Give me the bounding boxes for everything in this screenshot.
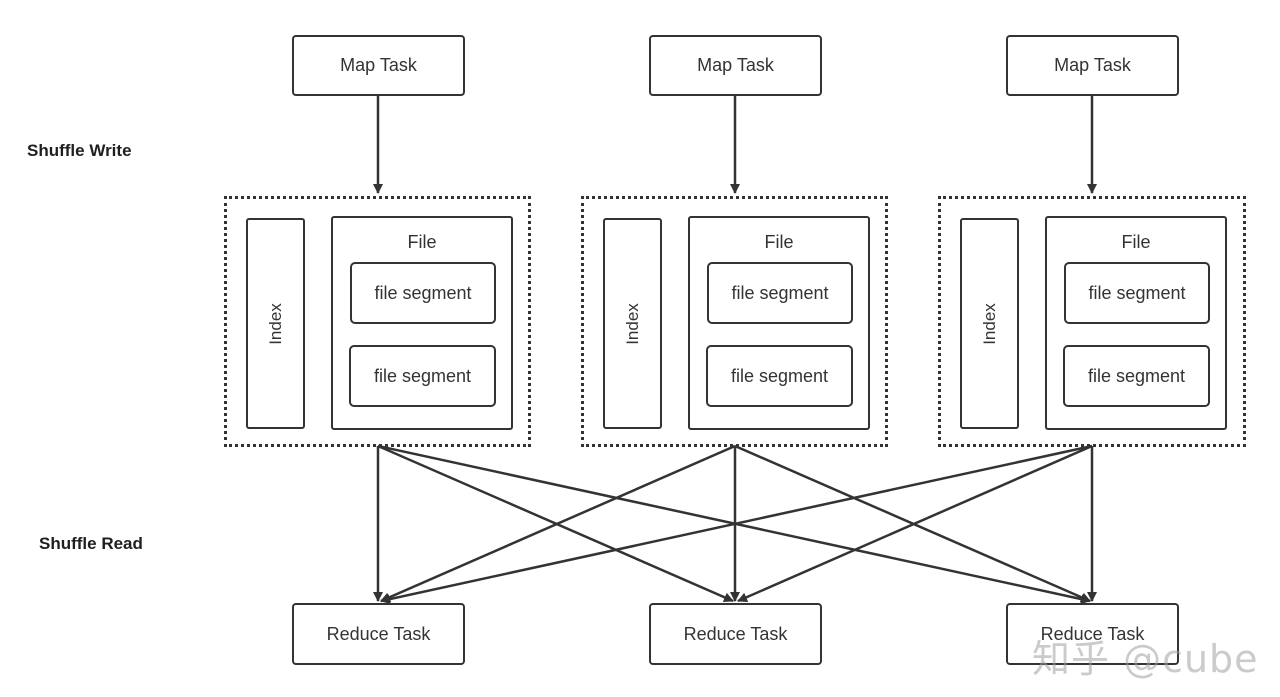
file-segment-label: file segment xyxy=(1088,282,1186,303)
index-box: Index xyxy=(603,218,662,429)
index-box: Index xyxy=(960,218,1019,429)
file-box: File file segment file segment xyxy=(688,216,870,430)
file-segment: file segment xyxy=(707,262,853,324)
file-segment: file segment xyxy=(1064,262,1210,324)
reduce-task-label: Reduce Task xyxy=(326,623,431,644)
file-box: File file segment file segment xyxy=(331,216,513,430)
index-box: Index xyxy=(246,218,305,429)
watermark: 知乎 @cube xyxy=(1032,637,1259,681)
file-box: File file segment file segment xyxy=(1045,216,1227,430)
file-label: File xyxy=(407,232,437,252)
file-segment-label: file segment xyxy=(730,365,829,386)
file-segment-label: file segment xyxy=(1087,365,1186,386)
file-segment: file segment xyxy=(706,345,853,407)
file-segment: file segment xyxy=(349,345,496,407)
index-label: Index xyxy=(622,302,642,345)
file-segment: file segment xyxy=(1063,345,1210,407)
file-segment-label: file segment xyxy=(374,282,472,303)
reduce-task-3: Reduce Task xyxy=(1006,603,1179,665)
shuffle-output-group-2: Index File file segment file segment xyxy=(581,196,888,447)
file-segment-label: file segment xyxy=(731,282,829,303)
file-label: File xyxy=(764,232,794,252)
map-task-3: Map Task xyxy=(1006,35,1179,96)
arrow-group2-to-reduce1 xyxy=(380,444,736,603)
file-label: File xyxy=(1121,232,1151,252)
shuffle-write-label: Shuffle Write xyxy=(27,141,132,160)
map-task-2: Map Task xyxy=(649,35,822,96)
reduce-task-label: Reduce Task xyxy=(683,623,788,644)
reduce-task-1: Reduce Task xyxy=(292,603,465,665)
map-task-label: Map Task xyxy=(697,55,774,75)
file-segment-label: file segment xyxy=(373,365,472,386)
map-task-label: Map Task xyxy=(1054,55,1131,75)
map-task-1: Map Task xyxy=(292,35,465,96)
shuffle-output-group-3: Index File file segment file segment xyxy=(938,196,1246,447)
index-label: Index xyxy=(979,302,999,345)
reduce-task-label: Reduce Task xyxy=(1040,623,1145,644)
arrow-group3-to-reduce2 xyxy=(737,444,1093,603)
shuffle-read-label: Shuffle Read xyxy=(39,534,143,553)
reduce-task-2: Reduce Task xyxy=(649,603,822,665)
index-label: Index xyxy=(265,302,285,345)
arrow-group3-to-reduce1 xyxy=(380,444,1093,604)
map-task-label: Map Task xyxy=(340,55,417,75)
file-segment: file segment xyxy=(350,262,496,324)
shuffle-output-group-1: Index File file segment file segment xyxy=(224,196,531,447)
